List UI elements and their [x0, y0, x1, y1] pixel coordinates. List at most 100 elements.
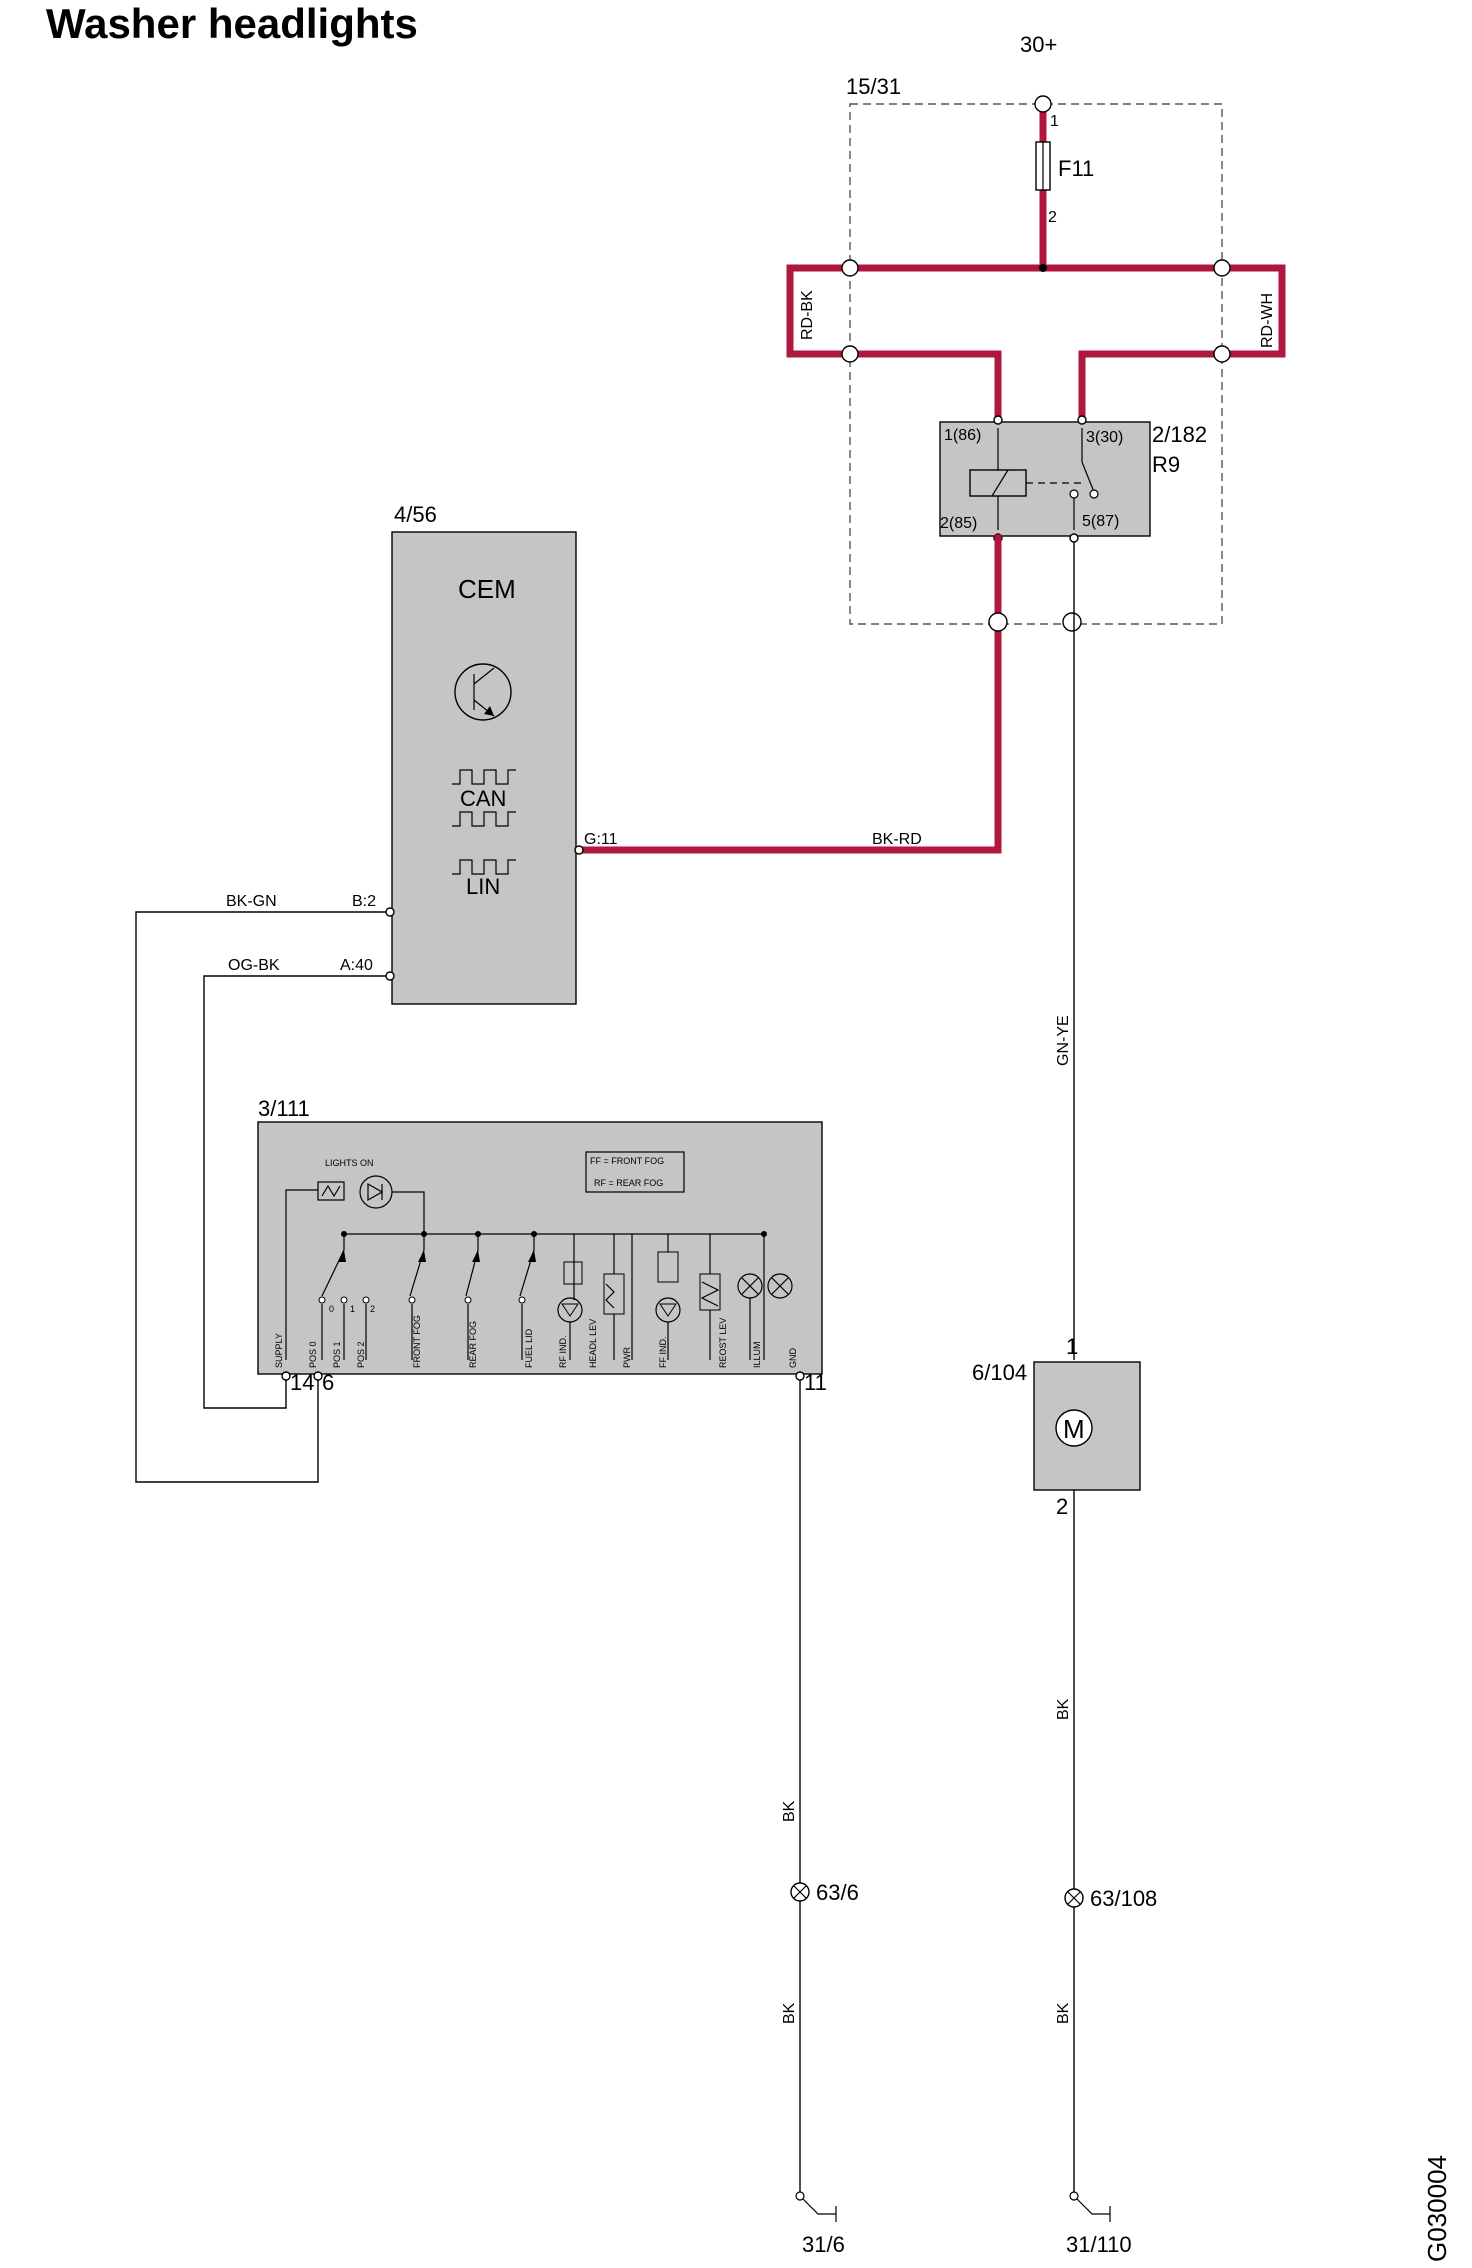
- fuse-label: F11: [1058, 156, 1094, 181]
- rheostat-icon: [699, 1273, 721, 1360]
- switch-pin-14: 14: [290, 1370, 314, 1395]
- cem-pin-marker-a40: [385, 971, 395, 981]
- transistor-icon: [454, 663, 512, 721]
- rear-fog-switch-icon: [464, 1249, 480, 1360]
- ground-icon-31-110: [1069, 2191, 1111, 2222]
- terminal-pwr: PWR: [622, 1347, 632, 1368]
- cem-box: [391, 531, 577, 1005]
- ground-label-31-6: 31/6: [802, 2232, 845, 2257]
- switch-bus-dot-2: [421, 1231, 427, 1237]
- splice-icon-63-108: [1064, 1888, 1084, 1908]
- switch-pin-marker-11: [795, 1371, 805, 1381]
- connector-node-relay-87: [1062, 612, 1082, 632]
- cem-name: CEM: [458, 574, 516, 604]
- legend-front-fog: FF = FRONT FOG: [590, 1156, 664, 1166]
- wire-label-bk-gn: BK-GN: [226, 893, 277, 910]
- legend-rear-fog: RF = REAR FOG: [594, 1178, 663, 1188]
- relay-pin-86: 1(86): [944, 427, 981, 444]
- wire-bk-gn: [135, 911, 386, 1483]
- switch-bus-dot-3: [475, 1231, 481, 1237]
- cem-id: 4/56: [394, 502, 437, 527]
- cem-pin-b2: B:2: [352, 893, 376, 910]
- connector-node-left-top: [841, 259, 859, 277]
- illumination-lamp-icon: [737, 1273, 793, 1360]
- connector-node-right-bottom: [1213, 345, 1231, 363]
- relay-name: R9: [1152, 452, 1180, 477]
- terminal-rear-fog: REAR FOG: [468, 1321, 478, 1368]
- terminal-pos1: POS 1: [332, 1341, 342, 1368]
- ground-label-31-110: 31/110: [1066, 2232, 1132, 2257]
- terminal-front-fog: FRONT FOG: [412, 1315, 422, 1368]
- lights-on-label: LIGHTS ON: [325, 1158, 374, 1168]
- fuel-lid-switch-icon: [518, 1249, 536, 1360]
- wire-label-bk-motor-lower: BK: [1055, 2002, 1072, 2024]
- terminal-fuel-lid: FUEL LID: [524, 1328, 534, 1368]
- terminal-pos0: POS 0: [308, 1341, 318, 1368]
- relay-r9-box: [939, 421, 1151, 537]
- page-title: Washer headlights: [46, 0, 418, 47]
- connector-node-supply: [1034, 95, 1052, 113]
- front-fog-switch-icon: [408, 1249, 426, 1360]
- relay-switch-icon: [1069, 428, 1099, 530]
- terminal-gnd: GND: [788, 1348, 798, 1369]
- wire-label-bk-switch-upper: BK: [781, 1800, 798, 1822]
- ground-icon-31-6: [795, 2191, 837, 2222]
- cem-lin-label: LIN: [466, 874, 500, 899]
- switch-terminal-labels: SUPPLY POS 0 POS 1 POS 2 FRONT FOG REAR …: [274, 1315, 798, 1368]
- relay-pin-30: 3(30): [1086, 429, 1123, 446]
- switch-bus-dot-1: [341, 1231, 347, 1237]
- headlight-level-icon: [603, 1234, 633, 1360]
- relay-pin-87: 5(87): [1082, 513, 1119, 530]
- wire-label-bk-rd: BK-RD: [872, 831, 922, 848]
- relay-pin-marker-30: [1077, 415, 1087, 425]
- rf-indicator-icon: [557, 1261, 583, 1360]
- splice-icon-63-6: [790, 1882, 810, 1902]
- splice-label-63-6: 63/6: [816, 1880, 859, 1905]
- motor-icon: [1055, 1409, 1093, 1447]
- terminal-supply: SUPPLY: [274, 1333, 284, 1368]
- cem-pin-a40: A:40: [340, 957, 373, 974]
- motor-pin-2: 2: [1056, 1494, 1068, 1519]
- wire-label-rd-wh: RD-WH: [1259, 293, 1276, 348]
- relay-coil-icon: [969, 428, 1082, 530]
- switch-position-1: 1: [350, 1304, 355, 1314]
- cem-pin-marker-b2: [385, 907, 395, 917]
- fuse-pin-1: 1: [1050, 113, 1059, 130]
- relay-pin-marker-87: [1069, 533, 1079, 543]
- cem-pin-marker-g11: [574, 845, 584, 855]
- connector-node-left-bottom: [841, 345, 859, 363]
- switch-position-0: 0: [329, 1304, 334, 1314]
- switch-pin-marker-14: [281, 1371, 291, 1381]
- terminal-ff-ind: FF IND.: [658, 1337, 668, 1369]
- fuse-f11: [1035, 141, 1051, 191]
- relay-pin-85: 2(85): [940, 515, 977, 532]
- document-code: G030004: [1422, 2155, 1452, 2262]
- wire-label-bk-motor-upper: BK: [1055, 1698, 1072, 1720]
- supply-wiring: [575, 100, 1286, 854]
- ff-indicator-icon: [655, 1251, 681, 1360]
- cem-pin-g11: G:11: [584, 831, 618, 848]
- terminal-reost-lev: REOST LEV: [718, 1318, 728, 1368]
- relay-pin-marker-86: [993, 415, 1003, 425]
- motor-pin-1: 1: [1066, 1334, 1078, 1359]
- switch-pin-6: 6: [322, 1370, 334, 1395]
- switch-bus-dot-5: [761, 1231, 767, 1237]
- wire-label-rd-bk: RD-BK: [799, 290, 816, 340]
- switch-bus-dot-4: [531, 1231, 537, 1237]
- connector-node-right-top: [1213, 259, 1231, 277]
- fuse-box-id: 15/31: [846, 74, 901, 99]
- motor-id: 6/104: [972, 1360, 1027, 1385]
- terminal-illum: ILLUM: [752, 1341, 762, 1368]
- splice-label-63-108: 63/108: [1090, 1886, 1157, 1911]
- supply-label: 30+: [1020, 32, 1057, 57]
- terminal-pos2: POS 2: [356, 1341, 366, 1368]
- cem-can-label: CAN: [460, 786, 506, 811]
- switch-module-id: 3/111: [258, 1096, 310, 1121]
- junction-dot: [1039, 264, 1047, 272]
- relay-id: 2/182: [1152, 422, 1207, 447]
- wire-og-bk: [203, 975, 386, 1409]
- can-bus-icon: [452, 769, 516, 875]
- switch-pin-11: 11: [804, 1370, 827, 1395]
- switch-pin-marker-6: [313, 1371, 323, 1381]
